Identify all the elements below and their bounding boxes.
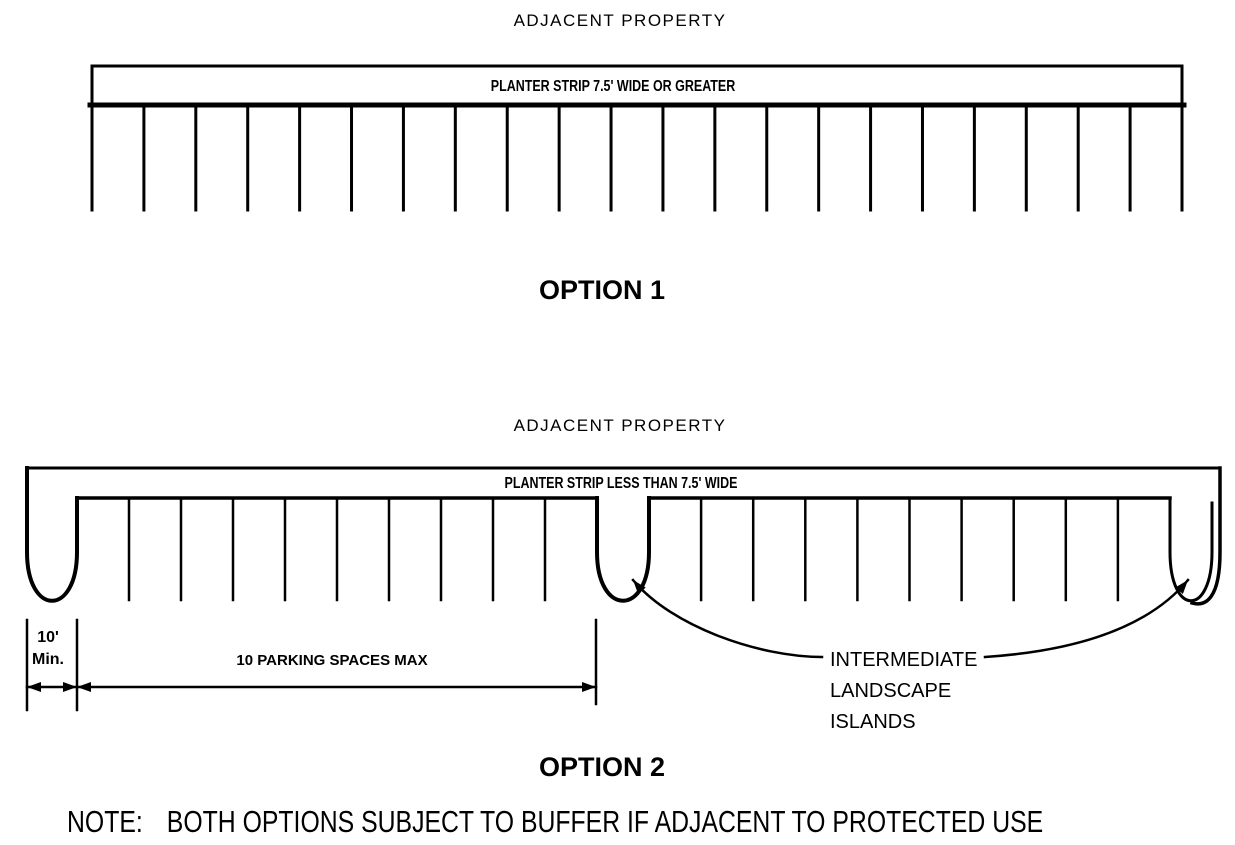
option2-right-end-island (1168, 496, 1214, 603)
note-text: BOTH OPTIONS SUBJECT TO BUFFER IF ADJACE… (166, 804, 1044, 839)
option2-stall-lines (127, 496, 1120, 602)
option1-strip-label: PLANTER STRIP 7.5' WIDE OR GREATER (490, 78, 736, 95)
island-callout-text: INTERMEDIATE LANDSCAPE ISLANDS (830, 645, 977, 738)
island-callout-line2: LANDSCAPE (830, 680, 952, 702)
option2-title: OPTION 2 (538, 752, 666, 782)
dim-parking-spaces-label: 10 PARKING SPACES MAX (236, 652, 428, 669)
option2-middle-island (595, 496, 651, 603)
island-callout-line3: ISLANDS (830, 711, 916, 733)
option1-adjacent-property-label: ADJACENT PROPERTY (513, 11, 727, 30)
option1-stall-lines (90, 103, 1184, 212)
dim-island-width-unit: Min. (32, 651, 64, 668)
island-callout-line1: INTERMEDIATE (830, 649, 978, 671)
option2-right-property-edge (1189, 466, 1222, 606)
option2-left-end-island (25, 466, 79, 603)
option2-strip-label: PLANTER STRIP LESS THAN 7.5' WIDE (504, 475, 738, 492)
dim-island-width-label: 10' Min. (22, 627, 74, 671)
callout-arrow-right-island (983, 578, 1190, 659)
note: NOTE: BOTH OPTIONS SUBJECT TO BUFFER IF A… (67, 804, 1043, 840)
option2-adjacent-property-label: ADJACENT PROPERTY (513, 416, 727, 435)
callout-arrow-middle-island (631, 578, 824, 659)
note-label: NOTE: (67, 804, 143, 839)
option1-title: OPTION 1 (538, 275, 666, 305)
dim-island-width-value: 10' (37, 629, 59, 646)
